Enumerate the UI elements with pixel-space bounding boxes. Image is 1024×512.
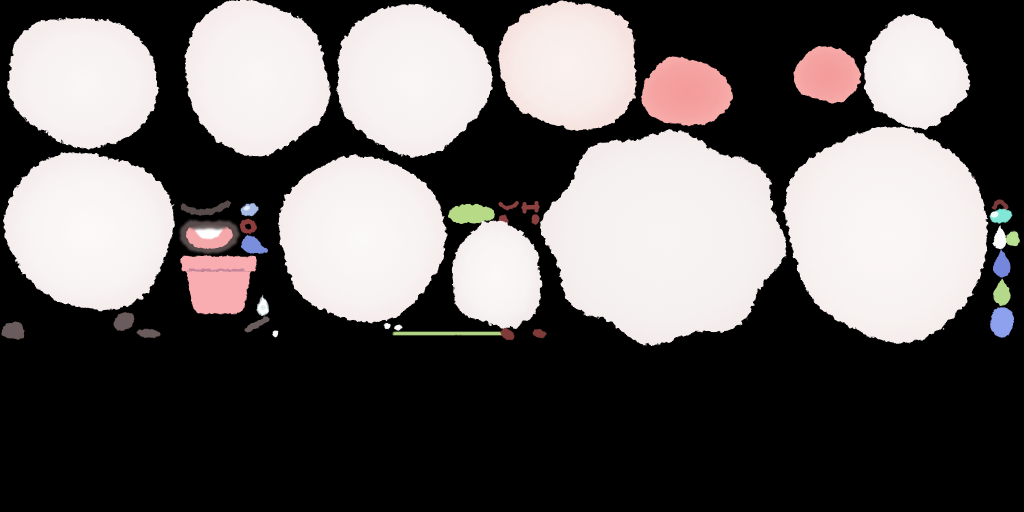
blush-spot-small-shape [794,46,861,104]
cloud-blob-5-shape [864,14,970,130]
berry-1-shape [500,328,515,341]
white-speck-1 [272,330,279,337]
stitch-bead-2 [531,214,540,225]
cloud-blob-10-shape [785,127,988,343]
white-speck-1-shape [272,330,279,337]
leaf-cluster-shape [448,203,495,224]
cloud-blob-5 [864,14,970,130]
cloud-blob-2-shape [185,0,330,157]
stitch-swoosh [498,201,519,210]
cloud-blob-6-shape [4,152,175,310]
small-blue-drop-shape [241,203,258,217]
blush-spot-large-shape [641,56,732,126]
water-drop [256,294,270,316]
cloud-blob-9-shape [540,130,787,346]
cloud-blob-6 [4,152,175,310]
green-bud-shape [1005,231,1021,247]
cloud-blob-10 [785,127,988,343]
stitch-bar [521,201,540,214]
cloud-blob-3 [337,4,493,157]
stitch-bar-shape [521,204,540,210]
stitch-swoosh-shape [498,201,519,210]
pot-rim-squiggle [188,268,245,273]
pebble-2-shape [113,312,135,331]
green-drop [993,278,1011,305]
cyan-highlight [990,211,999,218]
pebble-1 [1,321,25,340]
cloud-blob-4-shape [498,2,636,130]
frown-mark [991,199,1009,210]
berry-2 [532,329,547,338]
closed-eye-brow [180,200,231,216]
frown-mark-shape [991,199,1009,210]
blush-spot-large [641,56,732,126]
stitch-bead-2-shape [531,214,540,225]
mouth-shadow [189,221,229,230]
twig-shape [244,316,269,333]
flower-pot [180,256,257,314]
white-speck-3-shape [394,324,402,331]
drop-highlight [243,205,250,211]
blue-blob [990,306,1015,338]
berry-2-shape [532,329,547,338]
open-mouth [179,220,239,253]
berry-1 [500,328,515,341]
maroon-ring-shape [240,219,257,234]
cyan-drop [990,208,1012,224]
twig [244,316,269,333]
cloud-blob-2 [185,0,330,157]
small-blue-drop [241,203,258,217]
blue-wave-blob [241,235,269,254]
blue-blob-shape [990,306,1015,338]
blue-wave-blob-shape [241,235,269,254]
white-speck-2 [383,323,391,329]
white-speck-2-shape [383,323,391,329]
closed-eye-brow-shape [180,200,231,216]
maroon-ring [240,219,257,234]
blue-drop [993,249,1011,277]
white-drop-shape [993,225,1007,249]
cloud-blob-1-shape [8,18,158,149]
drop-shading [260,305,266,310]
blue-drop-shape [993,249,1011,277]
cloud-blob-1 [8,18,158,149]
pebble-3-shape [136,329,161,338]
leaf-cluster [448,203,495,224]
cloud-blob-4 [498,2,636,130]
green-bud [1005,231,1021,247]
pebble-1-shape [1,321,25,340]
cloud-blob-3-shape [337,4,493,157]
pot-rim [180,256,257,272]
blush-spot-small [794,46,861,104]
cloud-blob-7 [278,155,446,323]
cloud-blob-8-shape [452,221,541,329]
pebble-3 [136,329,161,338]
green-drop-shape [993,278,1011,305]
grass-line-shape [392,329,503,338]
pebble-2 [113,312,135,331]
pot-body [186,271,251,314]
cloud-blob-8 [452,221,541,329]
cloud-blob-7-shape [278,155,446,323]
cloud-blob-9 [540,130,787,346]
grass-line [392,329,503,338]
white-drop [993,225,1007,249]
white-speck-3 [394,324,402,331]
